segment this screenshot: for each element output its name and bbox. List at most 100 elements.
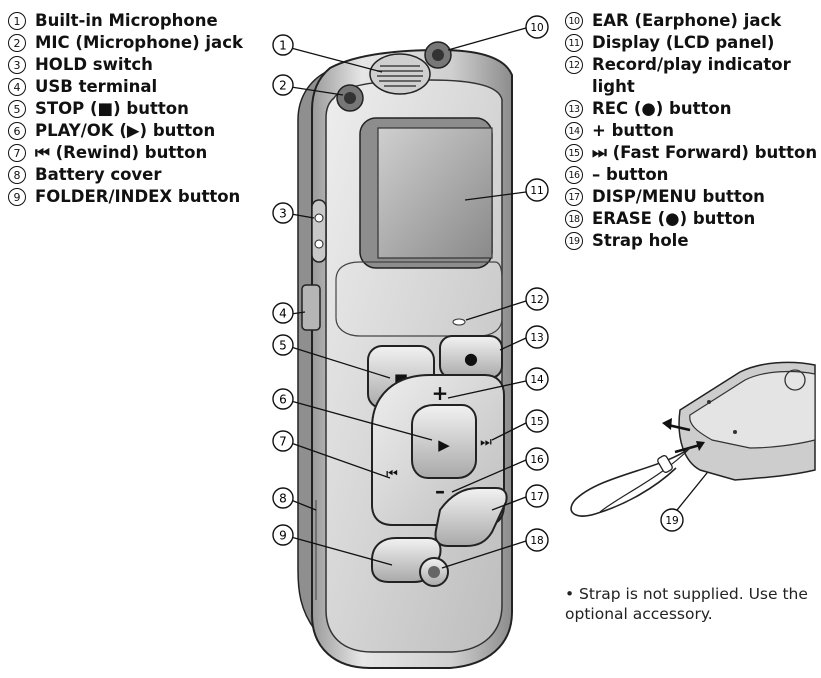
play-icon: ▶: [438, 436, 450, 454]
legend-label: Strap hole: [592, 231, 689, 250]
legend-item: 10 EAR (Earphone) jack: [565, 10, 820, 32]
callout-number: 3: [279, 207, 287, 221]
mic-jack-hole: [344, 92, 356, 104]
callout-number: 14: [530, 374, 544, 386]
rec-icon: ●: [464, 349, 478, 368]
legend-number: 19: [565, 232, 583, 250]
callout-number: 8: [279, 492, 287, 506]
erase-icon: [428, 566, 440, 578]
callout-number: 10: [530, 22, 543, 34]
hold-switch-dot: [314, 213, 324, 223]
callout-number: 7: [279, 435, 287, 449]
callout-9: 9: [272, 524, 294, 546]
legend-label: MIC (Microphone) jack: [35, 33, 243, 52]
callout-8: 8: [272, 487, 294, 509]
rewind-icon: ⏮: [386, 467, 398, 482]
legend-left: 1 Built-in Microphone 2 MIC (Microphone) j…: [8, 10, 253, 208]
callout-1: 1: [272, 34, 294, 56]
record-indicator-light: [452, 318, 466, 326]
legend-item: 19 Strap hole: [565, 230, 820, 252]
callout-markers: 1 2 3 4 5 6 7 8 9 10 11 12 13 14 15 16 1…: [272, 15, 684, 552]
legend-number: 18: [565, 210, 583, 228]
callout-number: 9: [279, 529, 287, 543]
legend-item: 18 ERASE (●) button: [565, 208, 820, 230]
legend-label: Record/play indicator light: [592, 55, 791, 96]
legend-number: 17: [565, 188, 583, 206]
legend-label: Display (LCD panel): [592, 33, 775, 52]
callout-11: 11: [525, 178, 549, 202]
callout-number: 5: [279, 339, 287, 353]
legend-number: 6: [8, 122, 26, 140]
legend-number: 12: [565, 56, 583, 74]
legend-label: DISP/MENU button: [592, 187, 765, 206]
legend-item: 2 MIC (Microphone) jack: [8, 32, 253, 54]
callout-7: 7: [272, 430, 294, 452]
callout-number: 18: [530, 535, 543, 547]
legend-item: 7 ⏮ (Rewind) button: [8, 142, 253, 164]
note-text: Strap is not supplied. Use the optional …: [565, 585, 808, 623]
legend-label: Built-in Microphone: [35, 11, 218, 30]
legend-label: HOLD switch: [35, 55, 153, 74]
legend-number: 3: [8, 56, 26, 74]
callout-10: 10: [525, 15, 549, 39]
callout-4: 4: [272, 302, 294, 324]
callout-13: 13: [525, 325, 549, 349]
legend-number: 11: [565, 34, 583, 52]
callout-number: 13: [530, 332, 543, 344]
callout-number: 2: [279, 79, 287, 93]
legend-item: 16– button: [565, 164, 820, 186]
callout-2: 2: [272, 74, 294, 96]
callout-15: 15: [525, 409, 549, 433]
legend-label: USB terminal: [35, 77, 158, 96]
legend-right: 10 EAR (Earphone) jack 11 Display (LCD pan…: [565, 10, 820, 252]
legend-item: 1 Built-in Microphone: [8, 10, 253, 32]
callout-number: 1: [279, 39, 287, 53]
legend-label: FOLDER/INDEX button: [35, 187, 241, 206]
play-ok-button: [411, 404, 477, 479]
callout-19: 19: [660, 508, 684, 532]
callout-number: 15: [530, 416, 543, 428]
legend-item: 14 + button: [565, 120, 820, 142]
legend-label: EAR (Earphone) jack: [592, 11, 782, 30]
fast-forward-icon: ⏭: [480, 435, 492, 450]
hold-switch-dot: [314, 239, 324, 249]
callout-18: 18: [525, 528, 549, 552]
strap-illustration: [570, 361, 816, 517]
legend-number: 5: [8, 100, 26, 118]
control-panel: [335, 261, 503, 337]
callout-number: 12: [530, 294, 543, 306]
note-bullet: •: [565, 585, 575, 603]
legend-item: 12 Record/play indicator light: [565, 54, 820, 98]
legend-label: ERASE (●) button: [592, 209, 756, 228]
built-in-microphone: [369, 53, 431, 95]
legend-item: 9 FOLDER/INDEX button: [8, 186, 253, 208]
legend-label: ⏭ (Fast Forward) button: [592, 143, 818, 162]
legend-number: 1: [8, 12, 26, 30]
plus-button-label: +: [432, 381, 449, 405]
callout-5: 5: [272, 334, 294, 356]
legend-number: 4: [8, 78, 26, 96]
legend-item: 15⏭ (Fast Forward) button: [565, 142, 820, 164]
legend-number: 10: [565, 12, 583, 30]
legend-number: 2: [8, 34, 26, 52]
legend-number: 7: [8, 144, 26, 162]
usb-terminal: [301, 284, 321, 331]
callout-16: 16: [525, 447, 549, 471]
legend-item: 4 USB terminal: [8, 76, 253, 98]
callout-3: 3: [272, 202, 294, 224]
legend-number: 14: [565, 122, 583, 140]
callout-17: 17: [525, 484, 549, 508]
legend-label: ⏮ (Rewind) button: [35, 143, 208, 162]
legend-item: 17 DISP/MENU button: [565, 186, 820, 208]
callout-12: 12: [525, 287, 549, 311]
rec-button: ●: [439, 335, 503, 379]
legend-number: 9: [8, 188, 26, 206]
callout-number: 19: [665, 515, 678, 527]
legend-label: REC (●) button: [592, 99, 732, 118]
legend-label: + button: [592, 121, 674, 140]
callout-number: 6: [279, 393, 287, 407]
